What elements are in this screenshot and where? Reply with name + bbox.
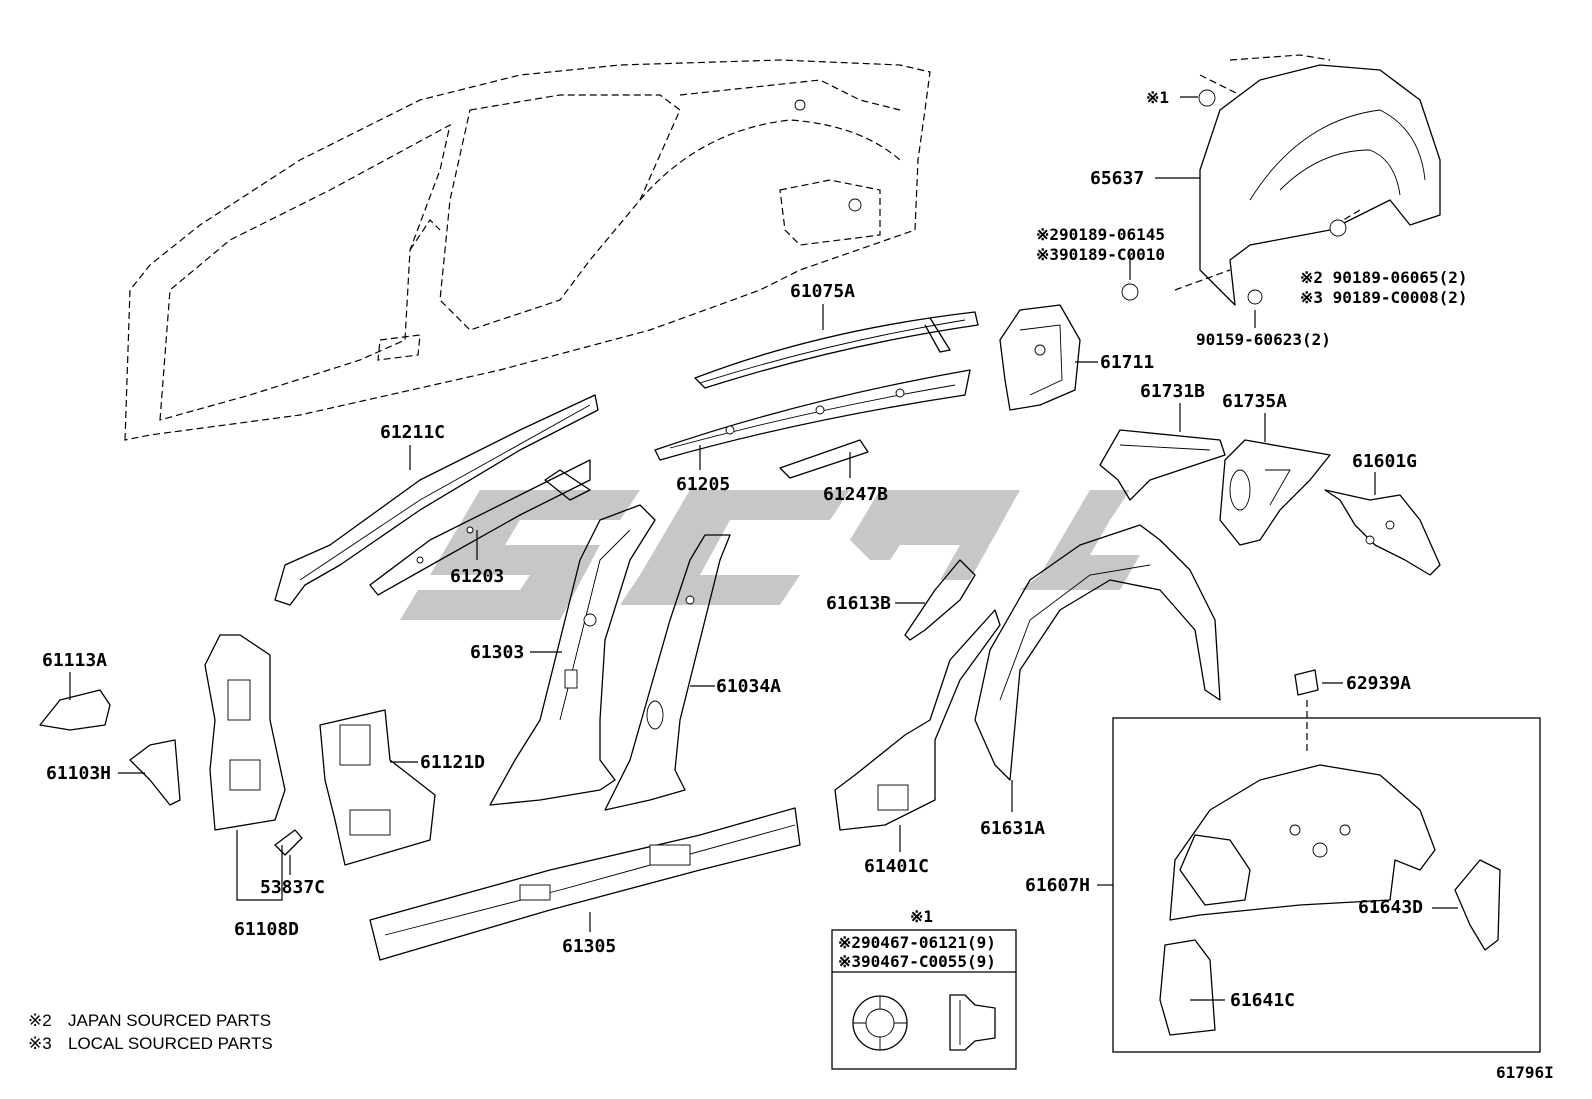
clip-side-view (949, 994, 996, 1051)
label-61075A: 61075A (790, 281, 855, 302)
label-star1-clip: ※1 (1146, 88, 1169, 107)
label-90159-60623: 90159-60623(2) (1196, 330, 1331, 349)
inner-roof-rail-61205 (654, 369, 971, 461)
inset-row-japan: ※290467-06121(9) (838, 933, 996, 952)
part-61401C (834, 609, 1001, 831)
label-61401C: 61401C (864, 856, 929, 877)
inset-row-local: ※390467-C0055(9) (838, 952, 996, 971)
roof-rail-61075A (694, 311, 979, 389)
label-61631A: 61631A (980, 818, 1045, 839)
fender-liner-65637 (1121, 54, 1441, 306)
part-61103H (129, 739, 181, 806)
part-61113A (39, 689, 111, 731)
label-61211C: 61211C (380, 422, 445, 443)
label-90189-C0008: ※3 90189-C0008(2) (1300, 288, 1468, 307)
pillar-outer-61303 (489, 504, 656, 806)
label-61613B: 61613B (826, 593, 891, 614)
label-61303: 61303 (470, 642, 524, 663)
part-61711 (999, 304, 1081, 411)
note-star2-mark: ※2 (28, 1011, 52, 1030)
diagram-id: 61796I (1496, 1063, 1554, 1082)
part-61121D (319, 709, 436, 866)
inset-box-61607H (1112, 717, 1541, 1053)
label-61103H: 61103H (46, 763, 111, 784)
label-90189-06065: ※2 90189-06065(2) (1300, 268, 1468, 287)
label-62939A: 62939A (1346, 673, 1411, 694)
inner-wheelhouse-61607H (1169, 764, 1436, 921)
label-61731B: 61731B (1140, 381, 1205, 402)
part-61735A (1219, 439, 1331, 546)
label-65637: 65637 (1090, 168, 1144, 189)
label-90189-C0010: ※390189-C0010 (1036, 245, 1165, 264)
label-90189-06145: ※290189-06145 (1036, 225, 1165, 244)
part-61613B (904, 559, 976, 641)
note-star2-text: JAPAN SOURCED PARTS (68, 1011, 271, 1030)
part-61731B (1099, 429, 1226, 501)
label-61203: 61203 (450, 566, 504, 587)
rocker-61305 (369, 807, 801, 961)
pillar-inner-61034A (604, 534, 731, 811)
label-61247B: 61247B (823, 484, 888, 505)
part-61211C (274, 394, 599, 606)
note-star3-text: LOCAL SOURCED PARTS (68, 1034, 273, 1053)
inset-box-star1 (831, 929, 1017, 1070)
clip-53837C (274, 829, 303, 856)
label-61034A: 61034A (716, 676, 781, 697)
label-61108D: 61108D (234, 919, 299, 940)
leader-lines (69, 96, 1458, 1001)
body-side-outline (124, 59, 931, 441)
part-61641C (1159, 939, 1216, 1036)
wheel-arch-61631A (974, 524, 1221, 781)
pillar-61108D (204, 634, 286, 831)
label-61305: 61305 (562, 936, 616, 957)
label-61735A: 61735A (1222, 391, 1287, 412)
label-61607H: 61607H (1025, 875, 1090, 896)
part-61203 (369, 459, 591, 596)
label-61641C: 61641C (1230, 990, 1295, 1011)
label-61205: 61205 (676, 474, 730, 495)
label-61601G: 61601G (1352, 451, 1417, 472)
part-62939A (1294, 669, 1319, 696)
label-61643D: 61643D (1358, 897, 1423, 918)
clip-front-view (852, 995, 908, 1051)
inset-star1-title: ※1 (910, 907, 933, 926)
label-53837C: 53837C (260, 877, 325, 898)
part-61601G (1324, 489, 1441, 576)
part-61247B (779, 439, 869, 479)
part-61643D (1454, 859, 1501, 951)
label-61711: 61711 (1100, 352, 1154, 373)
note-star3-mark: ※3 (28, 1034, 52, 1053)
watermark-logo (400, 490, 1140, 620)
label-61121D: 61121D (420, 752, 485, 773)
label-61113A: 61113A (42, 650, 107, 671)
